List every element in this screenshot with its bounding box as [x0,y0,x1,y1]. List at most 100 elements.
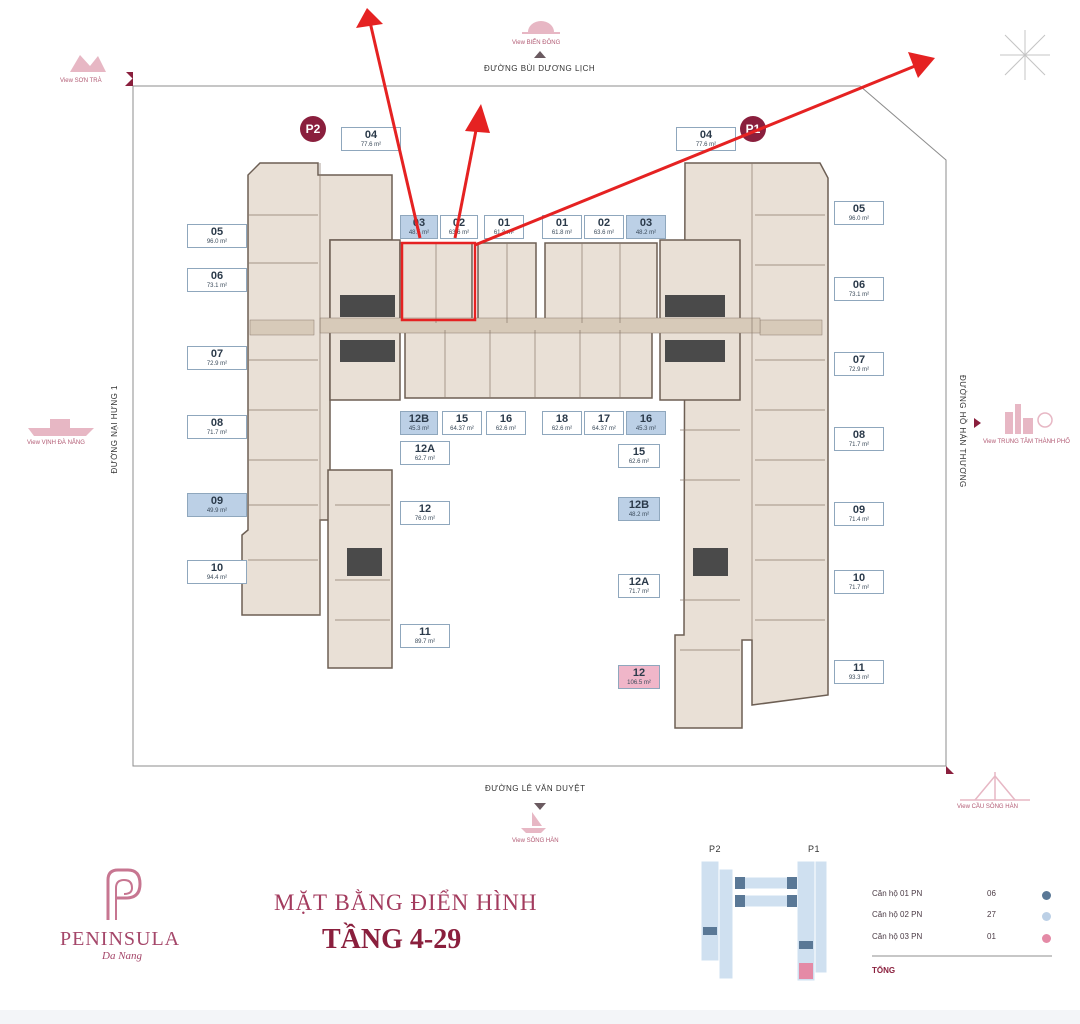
unit-number: 05 [852,203,866,215]
arrowhead-3 [908,52,935,78]
unit-number: 02 [597,217,611,229]
bottom-bar [0,1010,1080,1024]
brand-name: PENINSULA [60,928,181,950]
street-top: ĐƯỜNG BÙI DƯƠNG LỊCH [484,64,596,73]
unit-area: 71.7 m² [848,585,870,591]
unit-number: 12 [418,503,432,515]
unit-number: 05 [210,226,224,238]
street-bottom: ĐƯỜNG LÊ VĂN DUYỆT [485,784,586,793]
unit-area: 72.9 m² [206,361,228,367]
unit-area: 61.8 m² [551,230,573,236]
unit-number: 16 [639,413,653,425]
unit-area: 48.2 m² [635,230,657,236]
unit-number: 09 [210,495,224,507]
ship-icon [28,419,94,436]
brand-subtitle: Da Nang [102,950,143,962]
unit-number: 07 [210,348,224,360]
boat-icon [521,812,546,833]
unit-area: 62.6 m² [628,459,650,465]
unit-area: 62.7 m² [414,456,436,462]
mini-key-plan [700,860,828,982]
arrowhead-1 [356,8,383,28]
legend-label: Căn hộ 02 PN [872,910,923,919]
unit-number: 12A [414,443,436,455]
unit-number: 01 [555,217,569,229]
brand-logo-icon [106,868,142,920]
unit-number: 08 [852,429,866,441]
unit-number: 10 [210,562,224,574]
bridge-icon [960,772,1030,801]
unit-area: 62.6 m² [495,426,517,432]
arrow-up-icon [534,51,546,58]
unit-area: 77.6 m² [360,142,382,148]
view-bottom: View SÔNG HÀN [512,838,559,844]
sunrise-icon [522,21,560,34]
unit-area: 64.37 m² [450,426,474,432]
legend-dot [1042,912,1051,921]
legend-label: Căn hộ 03 PN [872,932,923,941]
unit-area: 48.2 m² [628,512,650,518]
unit-number: 04 [364,129,378,141]
unit-number: 11 [853,662,865,674]
view-bottom-right: View CẦU SÔNG HÀN [957,804,1018,810]
unit-number: 12 [632,667,646,679]
view-right: View TRUNG TÂM THÀNH PHỐ [983,439,1070,445]
legend-row-3pn: Căn hộ 03 PN 01 [872,932,1060,946]
arrow-line-1 [368,21,422,239]
compass-icon [1000,30,1050,80]
unit-area: 63.6 m² [593,230,615,236]
unit-area: 76.0 m² [414,516,436,522]
unit-area: 96.0 m² [206,239,228,245]
unit-area: 62.6 m² [551,426,573,432]
unit-number: 15 [632,446,646,458]
street-right: ĐƯỜNG HỒ HÁN THƯƠNG [958,375,967,488]
arrow-line-3 [474,64,916,247]
legend-dot [1042,891,1051,900]
mini-map-p2-label: P2 [709,844,722,854]
unit-area: 45.3 m² [635,426,657,432]
unit-area: 71.4 m² [848,517,870,523]
mountain-icon [70,55,106,72]
highlight-box [400,241,477,322]
unit-area: 71.7 m² [206,430,228,436]
legend-total: TỔNG [872,966,896,975]
unit-number: 08 [210,417,224,429]
unit-number: 12B [408,413,430,425]
unit-number: 09 [852,504,866,516]
view-top-left: View SƠN TRÀ [60,78,102,84]
arrowhead-2 [465,104,490,133]
tower-p2-tag: P2 [300,116,326,142]
